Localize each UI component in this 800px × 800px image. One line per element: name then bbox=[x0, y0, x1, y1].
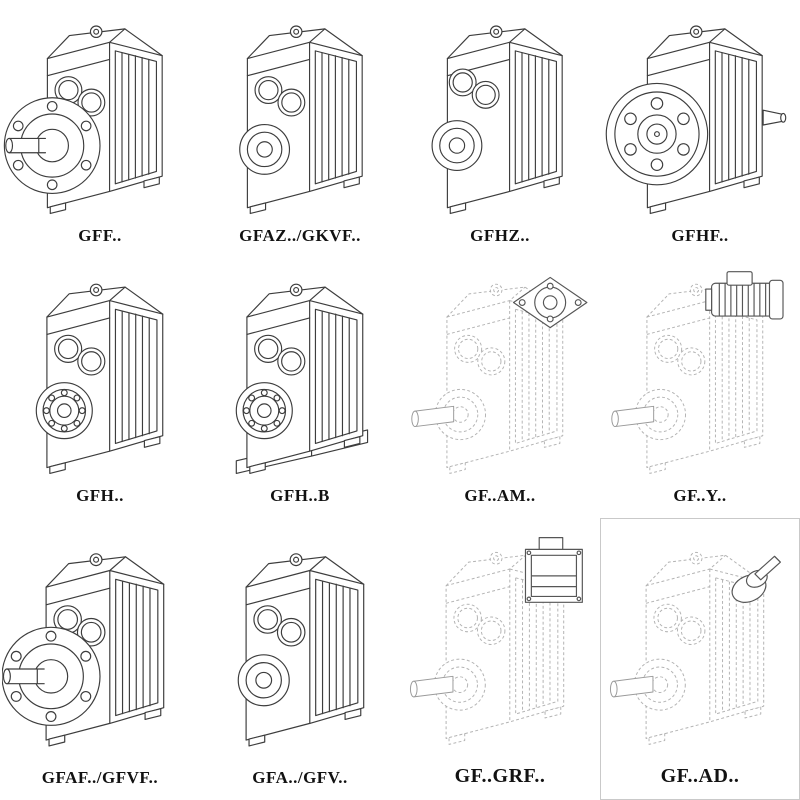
catalog-cell: GF..AM.. bbox=[400, 258, 600, 518]
gearbox-drawing-foot-bearing bbox=[35, 283, 164, 474]
model-label: GFAZ../GKVF.. bbox=[239, 226, 361, 245]
catalog-cell: GFHF.. bbox=[600, 0, 800, 258]
catalog-cell: GF..GRF.. bbox=[400, 518, 600, 800]
catalog-cell: GFA../GFV.. bbox=[200, 518, 400, 800]
model-label: GF..Y.. bbox=[673, 486, 727, 505]
gearbox-drawing-phantom-motor bbox=[611, 271, 784, 474]
model-label: GFH..B bbox=[270, 486, 330, 505]
gearbox-drawing-phantom-adapter bbox=[609, 551, 781, 745]
catalog-cell: GFF.. bbox=[0, 0, 200, 258]
model-label: GFAF../GFVF.. bbox=[41, 768, 159, 787]
model-label: GF..AM.. bbox=[464, 486, 536, 505]
catalog-cell: GFH..B bbox=[200, 258, 400, 518]
model-label: GF..GRF.. bbox=[454, 765, 546, 787]
catalog-cell: GFAZ../GKVF.. bbox=[200, 0, 400, 258]
gearbox-drawing-hollow-shaft bbox=[237, 553, 365, 747]
gearbox-drawing-front-flange bbox=[605, 25, 787, 215]
model-label: GFA../GFV.. bbox=[252, 768, 348, 787]
catalog-cell: GFHZ.. bbox=[400, 0, 600, 258]
model-label: GF..AD.. bbox=[660, 765, 740, 787]
gearbox-drawing-hollow-shaft-shrink-disc bbox=[431, 25, 563, 215]
model-label: GFF.. bbox=[78, 226, 122, 245]
gearbox-drawing-foot-base-plate bbox=[235, 283, 369, 474]
catalog-cell: GFH.. bbox=[0, 258, 200, 518]
catalog-cell: GFAF../GFVF.. bbox=[0, 518, 200, 800]
gearbox-drawing-hollow-shaft bbox=[239, 25, 363, 215]
gearbox-drawing-phantom-am-flange bbox=[411, 276, 588, 474]
model-label: GFH.. bbox=[76, 486, 124, 505]
model-label: GFHF.. bbox=[671, 226, 729, 245]
gearbox-drawing-phantom-grf bbox=[409, 537, 583, 745]
catalog-cell: GF..Y.. bbox=[600, 258, 800, 518]
catalog-cell: GF..AD.. bbox=[600, 518, 800, 800]
model-label: GFHZ.. bbox=[470, 226, 530, 245]
gearbox-drawing-output-flange bbox=[3, 25, 163, 215]
gearbox-drawing-output-flange bbox=[2, 553, 165, 747]
